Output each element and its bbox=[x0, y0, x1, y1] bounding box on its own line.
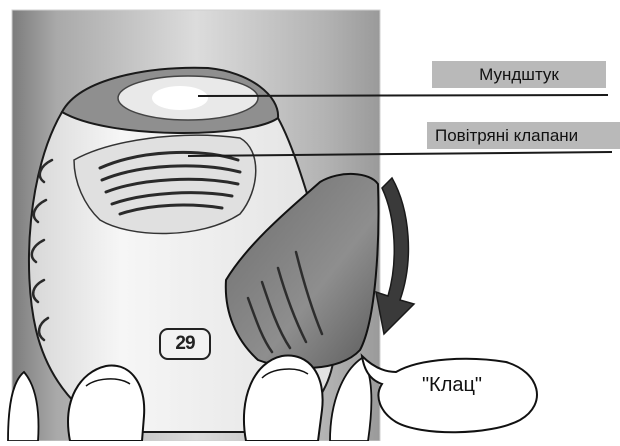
click-sound-label: "Клац" bbox=[392, 374, 512, 397]
label-air-valves: Повітряні клапани bbox=[427, 122, 620, 149]
valve-area bbox=[74, 135, 256, 233]
dose-counter-value: 29 bbox=[158, 333, 212, 355]
rotation-arrow-icon bbox=[376, 178, 414, 334]
mouthpiece-leader-line bbox=[198, 95, 608, 96]
label-mouthpiece: Мундштук bbox=[432, 61, 606, 88]
